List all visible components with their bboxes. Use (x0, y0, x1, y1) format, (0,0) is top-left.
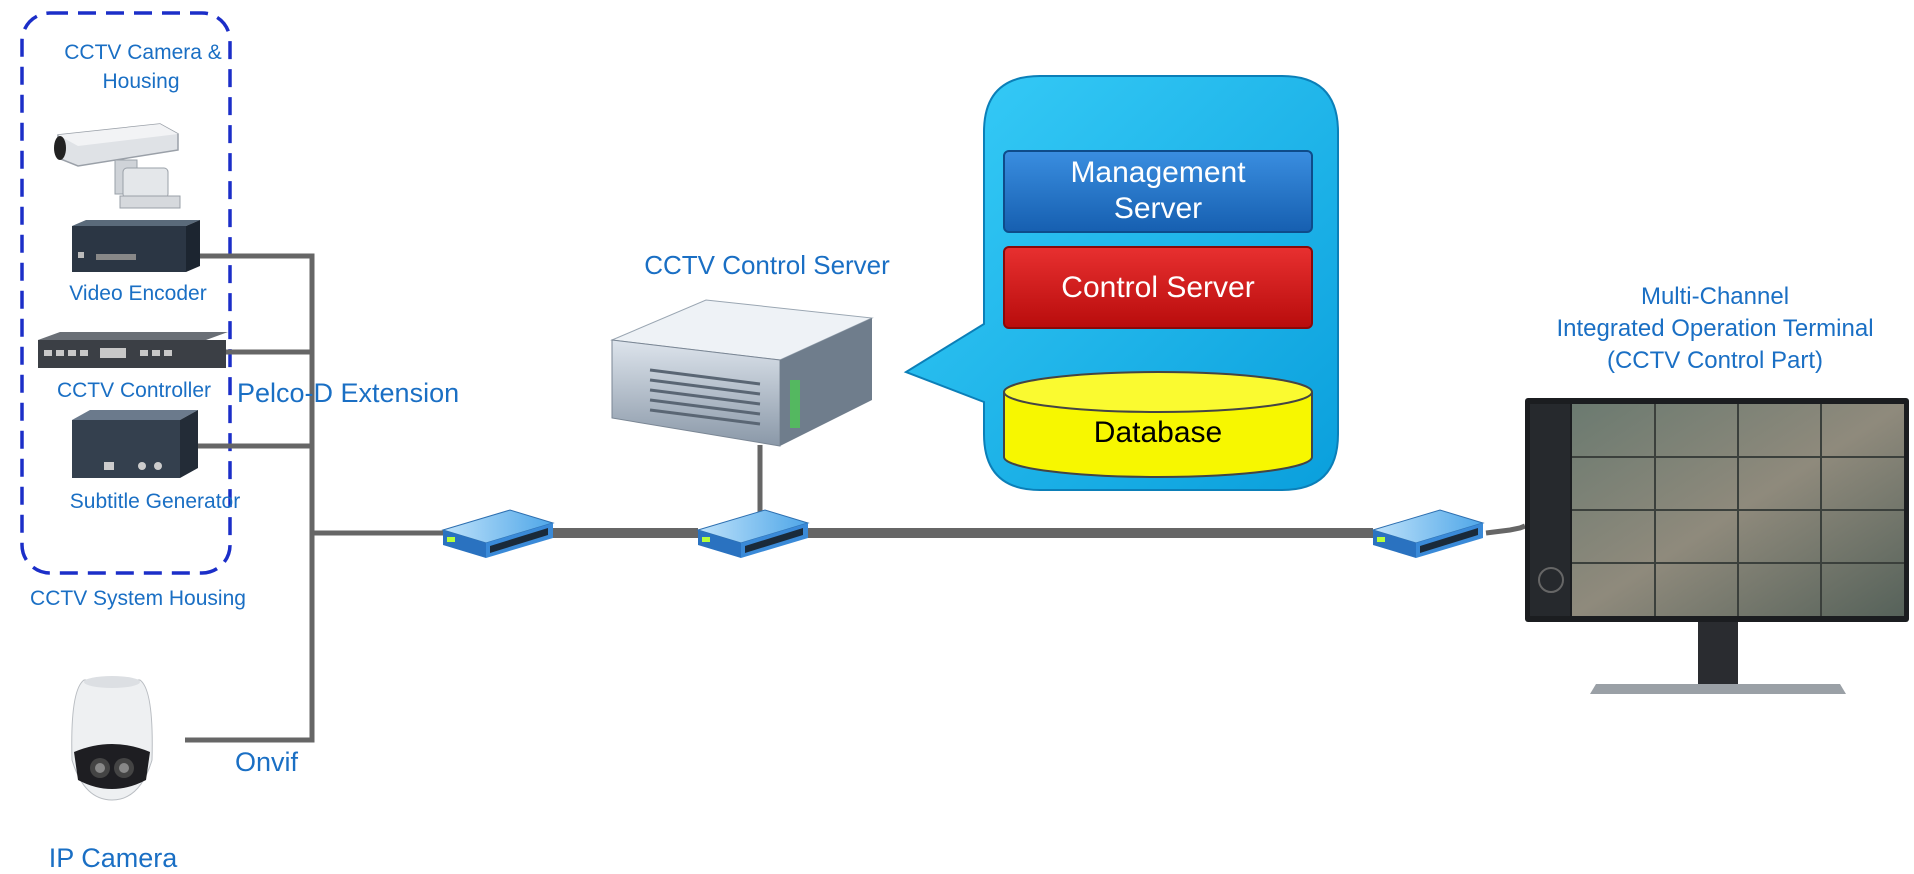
cctv-camera-housing-icon (54, 123, 181, 209)
subtitle-generator-label: Subtitle Generator (69, 490, 241, 513)
video-encoder-icon (72, 220, 200, 272)
ip-camera-icon (71, 676, 153, 801)
cctv-control-server-icon (610, 299, 874, 447)
management-server-label: Management Server (1004, 155, 1312, 227)
management-server-label-line2: Server (1113, 192, 1203, 225)
management-server-label-line1: Management (1070, 156, 1246, 189)
ip-camera-label: IP Camera (48, 843, 178, 873)
control-server-title: CCTV Control Server (644, 250, 890, 280)
management-server-box (1003, 150, 1313, 233)
cctv-controller-icon (38, 332, 228, 368)
network-switch-icon-2 (696, 509, 810, 558)
subtitle-generator-icon (72, 410, 198, 478)
terminal-label-line2: Integrated Operation Terminal (1556, 315, 1874, 342)
pelco-d-extension-label: Pelco-D Extension (237, 378, 460, 408)
terminal-label-line1: Multi-Channel (1640, 283, 1790, 310)
database-cylinder (1003, 371, 1313, 478)
video-encoder-label: Video Encoder (69, 282, 207, 305)
onvif-label: Onvif (235, 747, 299, 777)
control-server-label: Control Server (1061, 271, 1255, 304)
control-server-box (1003, 246, 1313, 329)
system-housing-border (20, 11, 232, 575)
camera-housing-label-line2: Housing (102, 70, 180, 93)
database-label: Database (1093, 416, 1223, 449)
network-switch-icon-3 (1371, 509, 1485, 558)
network-switch-icon-1 (441, 509, 555, 558)
terminal-label-line3: (CCTV Control Part) (1606, 347, 1824, 374)
system-housing-label: CCTV System Housing (30, 587, 246, 610)
cctv-controller-label: CCTV Controller (56, 379, 212, 402)
operation-terminal-monitor-icon (1525, 398, 1909, 694)
connection-lines (185, 253, 1526, 743)
camera-housing-label-line1: CCTV Camera & (64, 41, 222, 64)
